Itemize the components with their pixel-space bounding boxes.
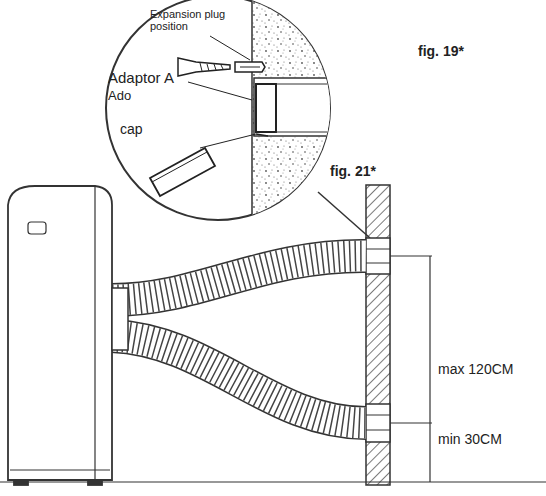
portable-air-conditioner <box>8 186 128 485</box>
part-label: cap <box>120 122 143 137</box>
figure-reference: fig. 21* <box>328 164 378 179</box>
dimension-label: max 120CM <box>436 362 515 377</box>
dimension-label: min 30CM <box>436 432 504 447</box>
magnified-inset <box>106 0 370 238</box>
part-label: Expansion plug position <box>150 8 240 32</box>
part-label: Ado <box>108 89 131 103</box>
wall <box>366 185 390 485</box>
figure-reference: fig. 19* <box>418 44 464 59</box>
exhaust-hoses <box>112 256 366 423</box>
part-label: Adaptor A <box>108 70 174 87</box>
